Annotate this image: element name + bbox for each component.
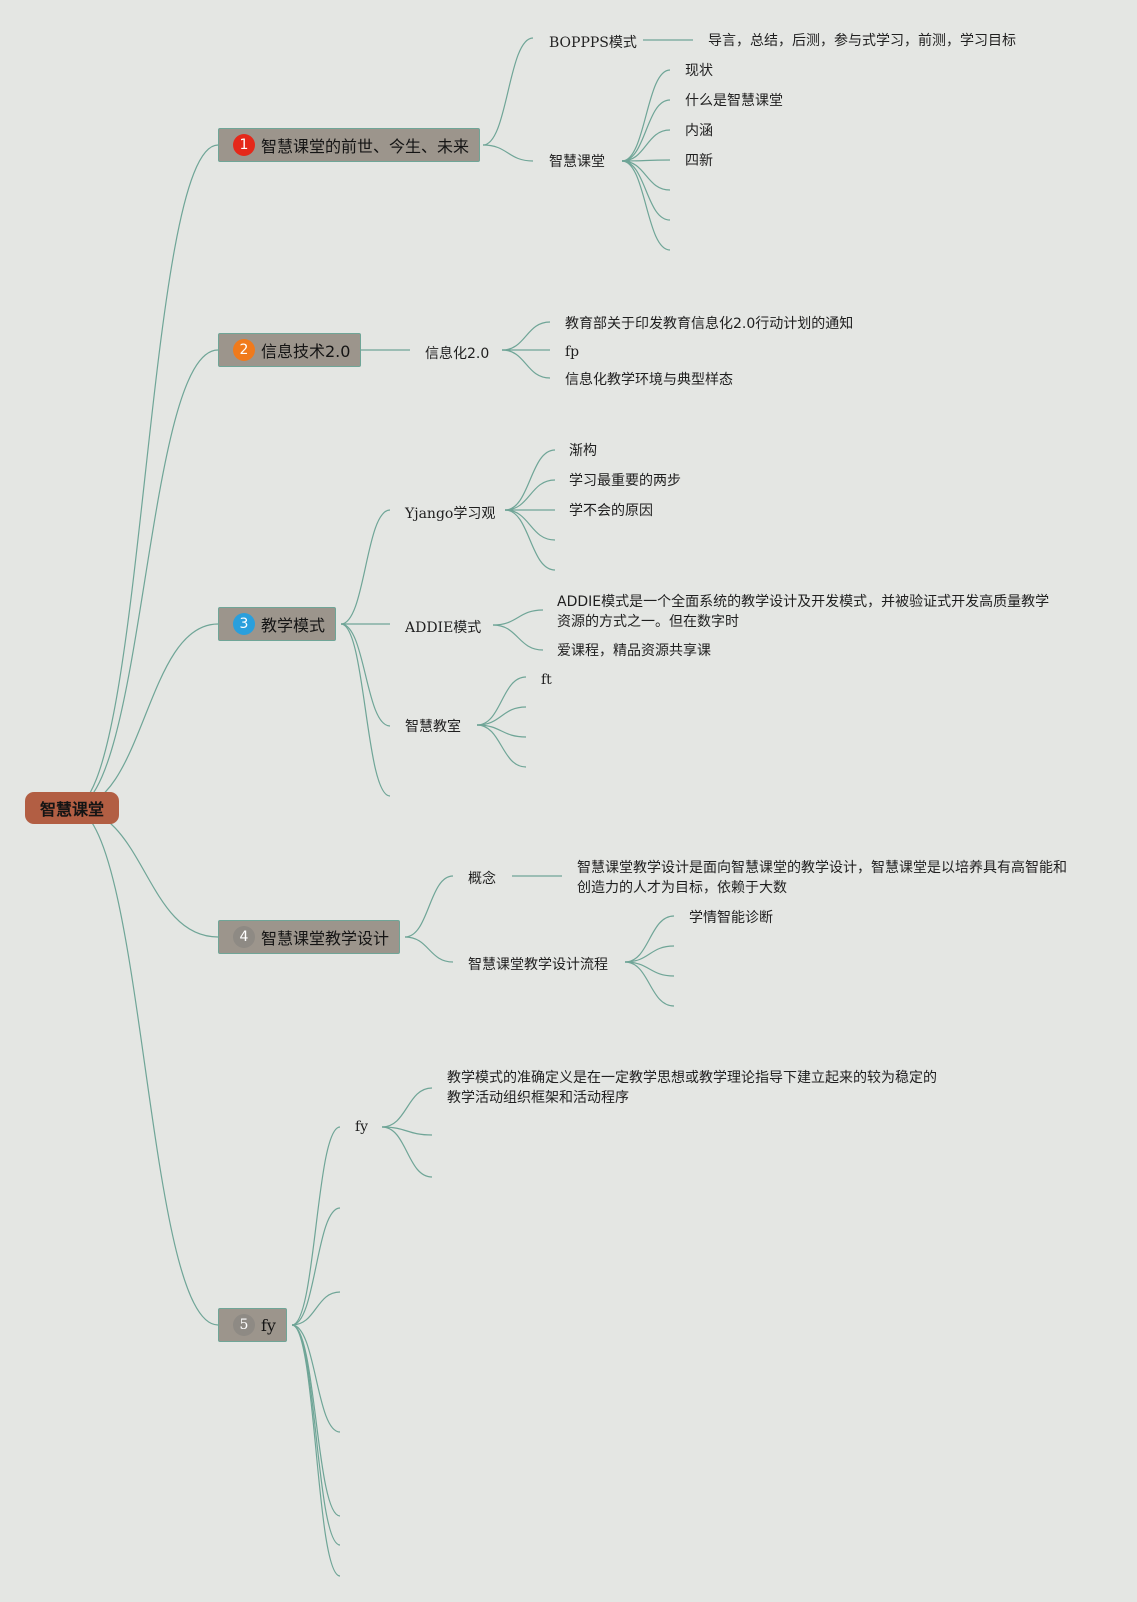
connector-line-12 — [621, 160, 671, 191]
leaf-learning-diagnosis[interactable]: 学情智能诊断 — [689, 910, 773, 926]
connector-line-41 — [291, 1126, 341, 1326]
branch-topic-2[interactable]: 2 信息技术2.0 — [218, 333, 362, 367]
leaf-ft[interactable]: ft — [541, 672, 552, 688]
subtopic-concept[interactable]: 概念 — [468, 871, 496, 887]
connector-line-0 — [71, 144, 219, 809]
branch-topic-label: 信息技术2.0 — [261, 342, 351, 361]
subtopic-design-process[interactable]: 智慧课堂教学设计流程 — [468, 957, 608, 973]
connector-line-30 — [476, 676, 527, 726]
connector-line-6 — [482, 144, 534, 162]
connector-line-1 — [71, 349, 219, 809]
connector-line-19 — [340, 509, 391, 625]
connector-line-50 — [381, 1126, 433, 1178]
connector-line-43 — [291, 1291, 341, 1326]
connector-line-35 — [404, 936, 454, 963]
subtopic-smart-room[interactable]: 智慧教室 — [405, 719, 461, 735]
connector-line-14 — [621, 160, 671, 251]
branch-topic-label: 智慧课堂教学设计 — [261, 929, 390, 948]
connector-line-16 — [501, 321, 551, 351]
branch-topic-label: 教学模式 — [261, 616, 326, 635]
connector-line-48 — [381, 1087, 433, 1128]
connector-line-18 — [501, 349, 551, 379]
connector-line-42 — [291, 1207, 341, 1326]
leaf-addie-definition[interactable]: ADDIE模式是一个全面系统的教学设计及开发模式，并被验证式开发高质量教学资源的… — [557, 594, 1050, 630]
subtopic-smart-classroom[interactable]: 智慧课堂 — [549, 154, 605, 170]
connector-line-22 — [340, 623, 391, 797]
subtopic-informatization[interactable]: 信息化2.0 — [425, 346, 490, 362]
leaf-fail-reasons[interactable]: 学不会的原因 — [569, 503, 653, 519]
leaf-concept-definition[interactable]: 智慧课堂教学设计是面向智慧课堂的教学设计，智慧课堂是以培养具有高智能和创造力的人… — [577, 860, 1067, 896]
subtopic-fy[interactable]: fy — [355, 1119, 369, 1135]
connector-line-2 — [71, 623, 219, 809]
leaf-boppps-detail[interactable]: 导言，总结，后测，参与式学习，前测，学习目标 — [708, 33, 1016, 49]
connector-line-28 — [492, 609, 544, 626]
subtopic-boppps[interactable]: BOPPPS模式 — [549, 35, 637, 51]
connector-line-46 — [291, 1324, 341, 1546]
number-badge-icon: 1 — [233, 134, 255, 156]
connector-line-45 — [291, 1324, 341, 1517]
number-badge-icon: 5 — [233, 1314, 255, 1336]
connector-line-40 — [624, 961, 675, 1007]
branch-topic-3[interactable]: 3 教学模式 — [218, 607, 337, 641]
branch-topic-1[interactable]: 1 智慧课堂的前世、今生、未来 — [218, 128, 481, 162]
number-badge-icon: 2 — [233, 339, 255, 361]
subtopic-addie[interactable]: ADDIE模式 — [405, 620, 482, 636]
connector-line-13 — [621, 160, 671, 221]
connector-line-33 — [476, 724, 527, 768]
root-topic[interactable]: 智慧课堂 — [25, 792, 119, 824]
number-badge-icon: 4 — [233, 926, 255, 948]
leaf-course-resources[interactable]: 爱课程，精品资源共享课 — [557, 643, 711, 659]
root-topic-label: 智慧课堂 — [39, 800, 104, 819]
branch-topic-4[interactable]: 4 智慧课堂教学设计 — [218, 920, 401, 954]
connector-line-8 — [621, 69, 671, 162]
leaf-teaching-environment[interactable]: 信息化教学环境与典型样态 — [565, 372, 733, 388]
leaf-what-is-smart-classroom[interactable]: 什么是智慧课堂 — [685, 93, 783, 109]
leaf-four-new[interactable]: 四新 — [685, 153, 713, 169]
connector-line-27 — [504, 509, 556, 571]
branch-topic-label: 智慧课堂的前世、今生、未来 — [261, 137, 470, 156]
leaf-fp[interactable]: fp — [565, 344, 580, 360]
connector-line-34 — [404, 875, 454, 938]
branch-topic-label: fy — [261, 1315, 276, 1335]
connector-line-24 — [504, 479, 556, 511]
subtopic-yjango[interactable]: Yjango学习观 — [405, 506, 496, 522]
connector-line-23 — [504, 449, 556, 511]
number-badge-icon: 3 — [233, 613, 255, 635]
connector-line-21 — [340, 623, 391, 727]
connector-line-31 — [476, 706, 527, 726]
connector-line-26 — [504, 509, 556, 541]
leaf-ministry-notice[interactable]: 教育部关于印发教育信息化2.0行动计划的通知 — [565, 316, 854, 332]
connector-line-10 — [621, 129, 671, 162]
connector-line-47 — [291, 1324, 341, 1577]
connector-line-44 — [291, 1324, 341, 1433]
connector-line-37 — [624, 915, 675, 963]
leaf-teaching-model-definition[interactable]: 教学模式的准确定义是在一定教学思想或教学理论指导下建立起来的较为稳定的教学活动组… — [447, 1070, 937, 1106]
connector-line-38 — [624, 945, 675, 963]
leaf-gradual-build[interactable]: 渐构 — [569, 443, 597, 459]
connector-line-29 — [492, 624, 544, 651]
connector-line-49 — [381, 1126, 433, 1136]
leaf-two-steps[interactable]: 学习最重要的两步 — [569, 473, 681, 489]
branch-topic-5[interactable]: 5 fy — [218, 1308, 287, 1342]
connector-line-5 — [482, 37, 534, 146]
leaf-connotation[interactable]: 内涵 — [685, 123, 713, 139]
leaf-status[interactable]: 现状 — [685, 63, 713, 79]
connector-line-4 — [71, 807, 219, 1326]
connector-line-9 — [621, 99, 671, 162]
